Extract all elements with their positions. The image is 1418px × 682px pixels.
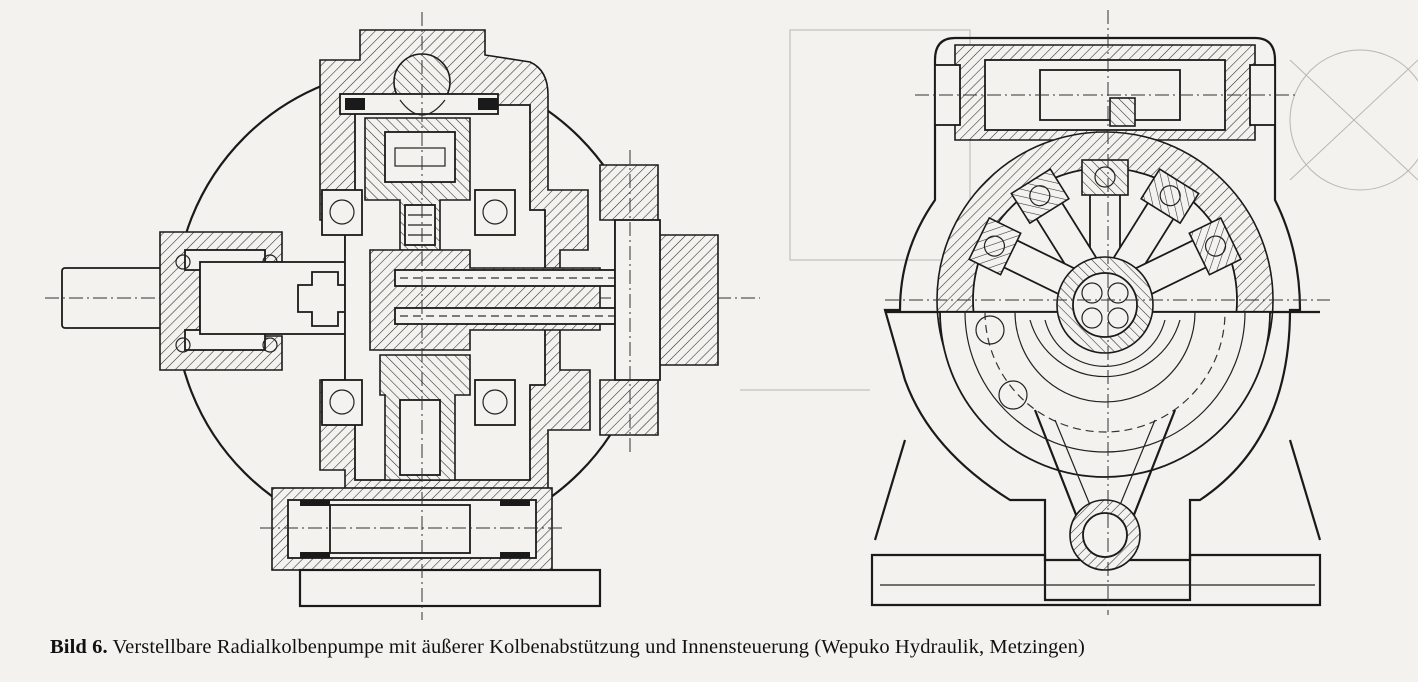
coupling [297, 271, 353, 327]
caption-text: Verstellbare Radialkolbenpumpe mit äußer… [112, 636, 1085, 658]
bearing-lower-right [474, 379, 516, 426]
base-feet [870, 553, 1322, 607]
bearing-lower-left [321, 379, 363, 426]
bearing-upper-right [474, 189, 516, 236]
figure-caption: Bild 6. Verstellbare Radialkolbenpumpe m… [50, 636, 1085, 659]
show-through-background [740, 29, 1418, 391]
cross-section-view [870, 10, 1330, 615]
longitudinal-section-view [45, 12, 760, 620]
housing-outline [883, 36, 1302, 562]
caption-label: Bild 6. [50, 636, 108, 658]
bearing-upper-left [321, 189, 363, 236]
